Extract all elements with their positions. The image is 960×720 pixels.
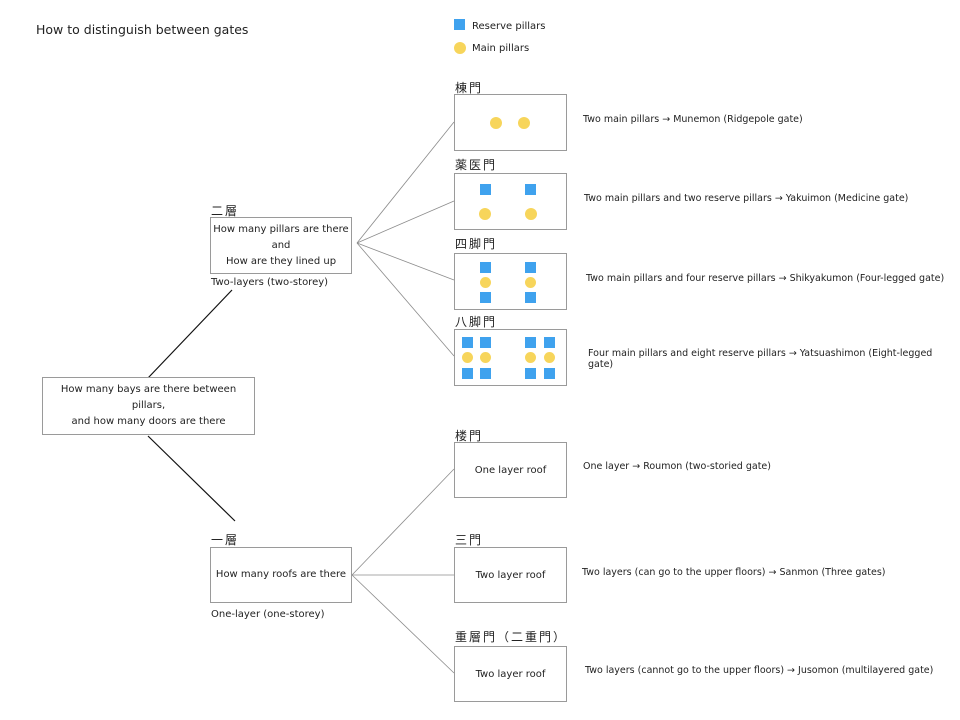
connector-to-roumon [351,468,455,576]
yatsuashimon-pillar-box [454,329,567,386]
one-layer-caption: One-layer (one-storey) [211,609,325,620]
connector-to-yatsuashimon [356,242,455,357]
shikyakumon-description: Two main pillars and four reserve pillar… [586,273,945,284]
roumon-description: One layer → Roumon (two-storied gate) [583,461,771,472]
roumon-kanji: 楼門 [455,429,484,443]
main-pillar-icon [518,117,530,129]
yatsuashimon-description: Four main pillars and eight reserve pill… [588,348,933,370]
root-question-line2: and how many doors are there [71,416,226,427]
legend-reserve-label: Reserve pillars [472,21,546,32]
one-layer-question: How many roofs are there [215,569,347,580]
two-layer-question-line2: and [271,239,291,251]
main-pillar-icon [544,352,555,363]
connector-to-shikyakumon [356,242,455,281]
reserve-pillar-icon [480,337,491,348]
two-layer-question-box: How many pillars are there and How are t… [210,217,352,274]
sanmon-roof-label: Two layer roof [475,569,546,581]
connector-root-one-layer [147,435,236,522]
one-layer-kanji: 一層 [211,533,240,547]
munemon-kanji: 棟門 [455,81,484,95]
main-pillar-icon [480,352,491,363]
jusomon-roof-label: Two layer roof [475,668,546,680]
yakuimon-pillar-box [454,173,567,230]
reserve-pillar-icon [480,262,491,273]
reserve-pillar-icon [525,337,536,348]
reserve-pillar-icon [544,337,555,348]
main-pillar-icon [490,117,502,129]
yakuimon-kanji: 薬医門 [455,158,498,172]
main-pillar-icon [525,208,537,220]
main-pillar-icon [462,352,473,363]
two-layer-caption: Two-layers (two-storey) [211,277,329,288]
yatsuashimon-kanji: 八脚門 [455,315,498,329]
two-layer-question-line1: How many pillars are there [213,223,349,235]
main-pillar-icon [525,352,536,363]
main-pillar-legend-icon [454,42,466,54]
reserve-pillar-icon [525,292,536,303]
shikyakumon-kanji: 四脚門 [455,237,498,251]
munemon-description: Two main pillars → Munemon (Ridgepole ga… [583,114,803,125]
connector-root-two-layer [147,289,233,379]
two-layer-kanji: 二層 [211,204,240,218]
root-question-box: How many bays are there between pillars,… [42,377,255,435]
reserve-pillar-icon [462,337,473,348]
roumon-roof-label: One layer roof [474,464,547,476]
reserve-pillar-icon [480,184,491,195]
reserve-pillar-icon [480,368,491,379]
reserve-pillar-icon [525,262,536,273]
reserve-pillar-legend-icon [454,19,465,30]
main-pillar-icon [480,277,491,288]
main-pillar-icon [479,208,491,220]
reserve-pillar-icon [525,184,536,195]
connector-to-jusomon [351,574,455,674]
reserve-pillar-icon [544,368,555,379]
two-layer-question-line3: How are they lined up [225,255,337,267]
one-layer-question-box: How many roofs are there [210,547,352,603]
page-title: How to distinguish between gates [36,22,249,37]
reserve-pillar-icon [480,292,491,303]
jusomon-roof-box: Two layer roof [454,646,567,702]
reserve-pillar-icon [462,368,473,379]
reserve-pillar-icon [525,368,536,379]
root-question-line1: How many bays are there between pillars, [60,384,237,411]
sanmon-description: Two layers (can go to the upper floors) … [582,567,886,578]
legend-main-label: Main pillars [472,43,530,54]
jusomon-kanji: 重層門（二重門） [455,630,568,644]
connector-to-munemon [356,121,455,244]
connector-to-yakuimon [356,200,455,244]
yakuimon-description: Two main pillars and two reserve pillars… [584,193,909,204]
shikyakumon-pillar-box [454,253,567,310]
sanmon-roof-box: Two layer roof [454,547,567,603]
sanmon-kanji: 三門 [455,533,484,547]
main-pillar-icon [525,277,536,288]
munemon-pillar-box [454,94,567,151]
jusomon-description: Two layers (cannot go to the upper floor… [585,665,934,676]
roumon-roof-box: One layer roof [454,442,567,498]
